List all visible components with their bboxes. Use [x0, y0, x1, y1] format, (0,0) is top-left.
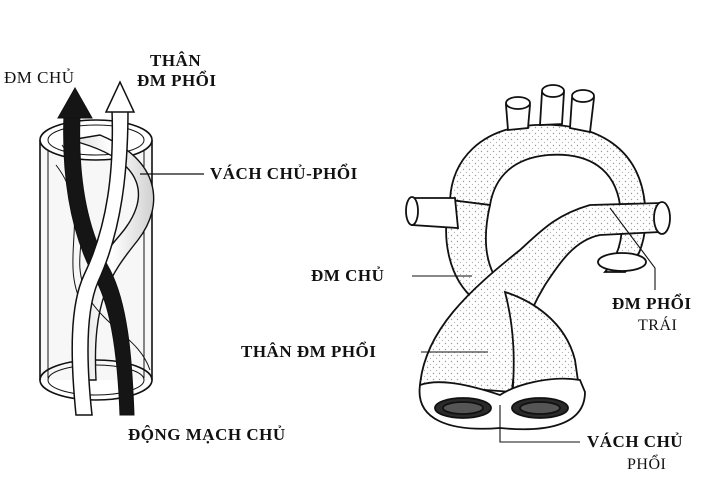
- label-vach-chu-right-line1: VÁCH CHỦ: [587, 432, 683, 451]
- label-than-top-line1: THÂN: [150, 51, 201, 70]
- label-dm-phoi-trai-line1: ĐM PHỔI: [612, 294, 692, 313]
- aorta-arrow-head: [58, 88, 92, 118]
- label-dm-chu-top: ĐM CHỦ: [4, 68, 75, 87]
- label-vach-chu-phoi-left: VÁCH CHỦ-PHỔI: [210, 164, 358, 183]
- label-than-top-line2: ĐM PHỔI: [137, 71, 217, 90]
- label-dong-mach-chu: ĐỘNG MẠCH CHỦ: [128, 425, 286, 444]
- great-vessels-drawing: [406, 85, 670, 429]
- label-vach-chu-right-line2: PHỔI: [627, 455, 666, 474]
- label-dm-chu-right: ĐM CHỦ: [311, 266, 384, 285]
- label-dm-phoi-trai-line2: TRÁI: [638, 316, 677, 335]
- label-than-dm-phoi-right: THÂN ĐM PHỔI: [241, 342, 376, 361]
- pulmonary-arrow-head: [106, 82, 134, 112]
